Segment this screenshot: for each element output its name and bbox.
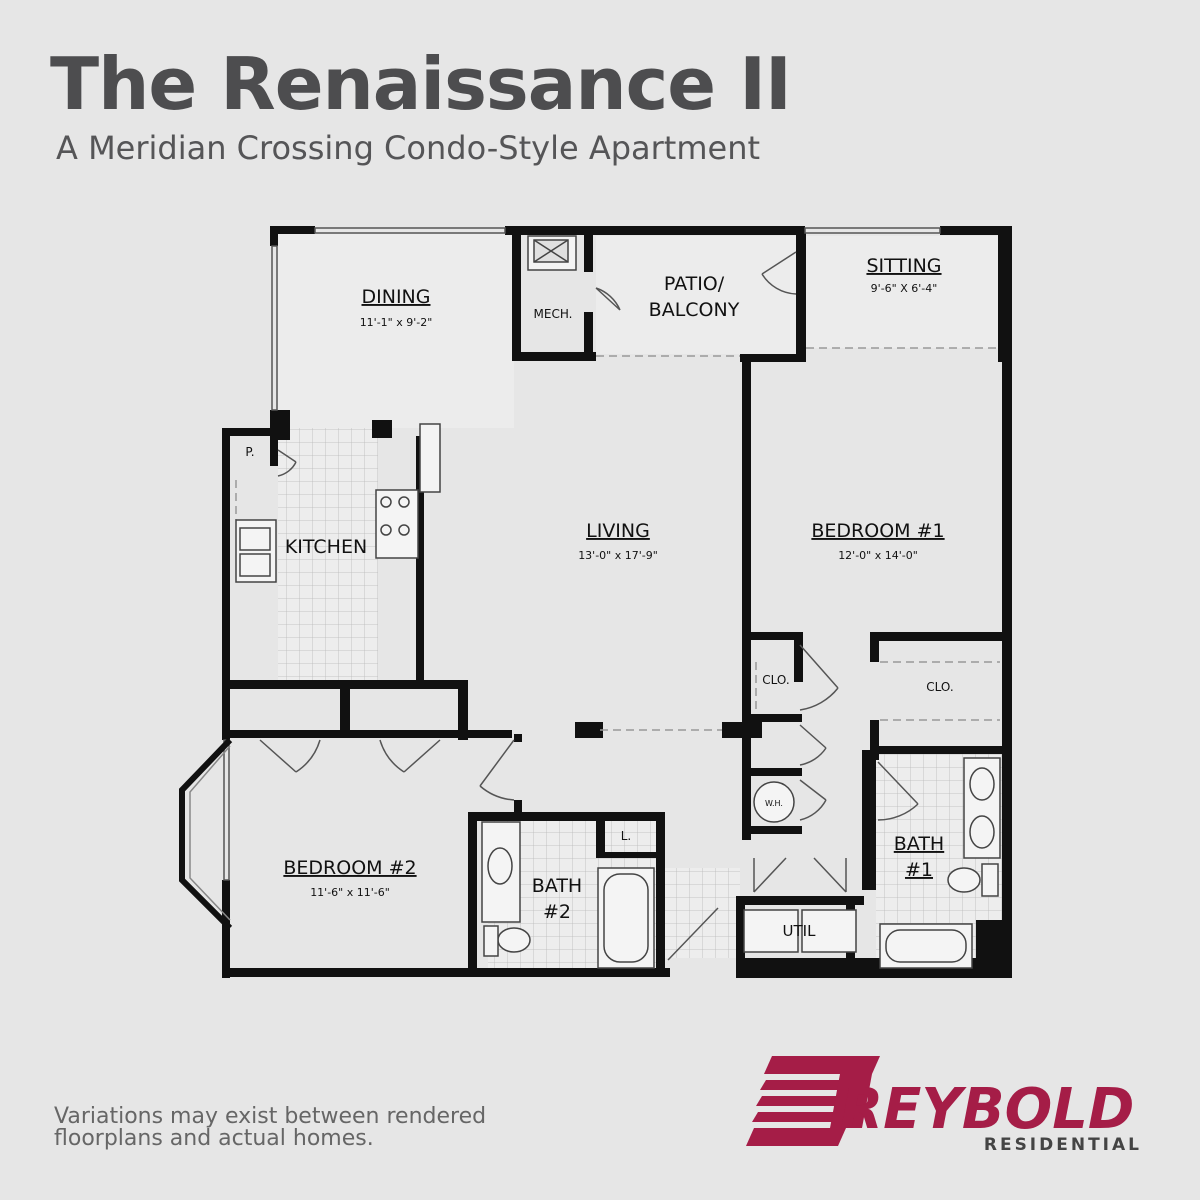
disclaimer: Variations may exist between rendered fl…: [54, 1106, 574, 1150]
dims-bedroom2: 11'-6" x 11'-6": [310, 886, 390, 899]
label-bath2-line1: BATH: [532, 875, 582, 897]
label-bedroom2: BEDROOM #2: [283, 857, 416, 879]
label-bath1-line2: #1: [905, 859, 933, 881]
dims-dining: 11'-1" x 9'-2": [360, 316, 433, 329]
reybold-logo: REYBOLD RESIDENTIAL: [746, 1056, 1142, 1155]
logo-wordmark: REYBOLD: [840, 1077, 1134, 1142]
label-kitchen: KITCHEN: [285, 536, 367, 558]
dims-bedroom1: 12'-0" x 14'-0": [838, 549, 918, 562]
door-swings: [259, 251, 919, 961]
disclaimer-line1: Variations may exist between rendered: [54, 1104, 487, 1129]
label-mech: MECH.: [534, 307, 573, 321]
label-dining: DINING: [362, 286, 431, 308]
logo-tagline: RESIDENTIAL: [984, 1135, 1142, 1155]
label-patio-line2: BALCONY: [649, 299, 740, 321]
room-labels: DINING 11'-1" x 9'-2" MECH. PATIO/ BALCO…: [245, 255, 953, 940]
disclaimer-line2: floorplans and actual homes.: [54, 1126, 374, 1151]
page-title: The Renaissance II: [50, 42, 792, 126]
dims-sitting: 9'-6" X 6'-4": [871, 282, 938, 295]
fixtures: [235, 235, 1001, 969]
label-sitting: SITTING: [866, 255, 941, 277]
label-pantry: P.: [245, 445, 254, 459]
open-floors: [278, 234, 1002, 428]
label-bath2-line2: #2: [543, 901, 571, 923]
label-water-heater: W.H.: [765, 799, 783, 808]
dashed-openings: [235, 347, 1000, 731]
page-subtitle: A Meridian Crossing Condo-Style Apartmen…: [56, 129, 761, 167]
dims-living: 13'-0" x 17'-9": [578, 549, 658, 562]
walls: [222, 226, 1012, 978]
label-bath1-line1: BATH: [894, 833, 944, 855]
bay-window: [179, 737, 233, 931]
windows: [223, 227, 941, 881]
label-bedroom1: BEDROOM #1: [811, 520, 944, 542]
label-util: UTIL: [783, 922, 817, 940]
label-closet-left: CLO.: [762, 673, 789, 687]
label-linen: L.: [621, 829, 632, 843]
label-living: LIVING: [586, 520, 650, 542]
logo-mark: [746, 1056, 880, 1146]
label-closet-right: CLO.: [926, 680, 953, 694]
label-patio-line1: PATIO/: [664, 273, 725, 295]
